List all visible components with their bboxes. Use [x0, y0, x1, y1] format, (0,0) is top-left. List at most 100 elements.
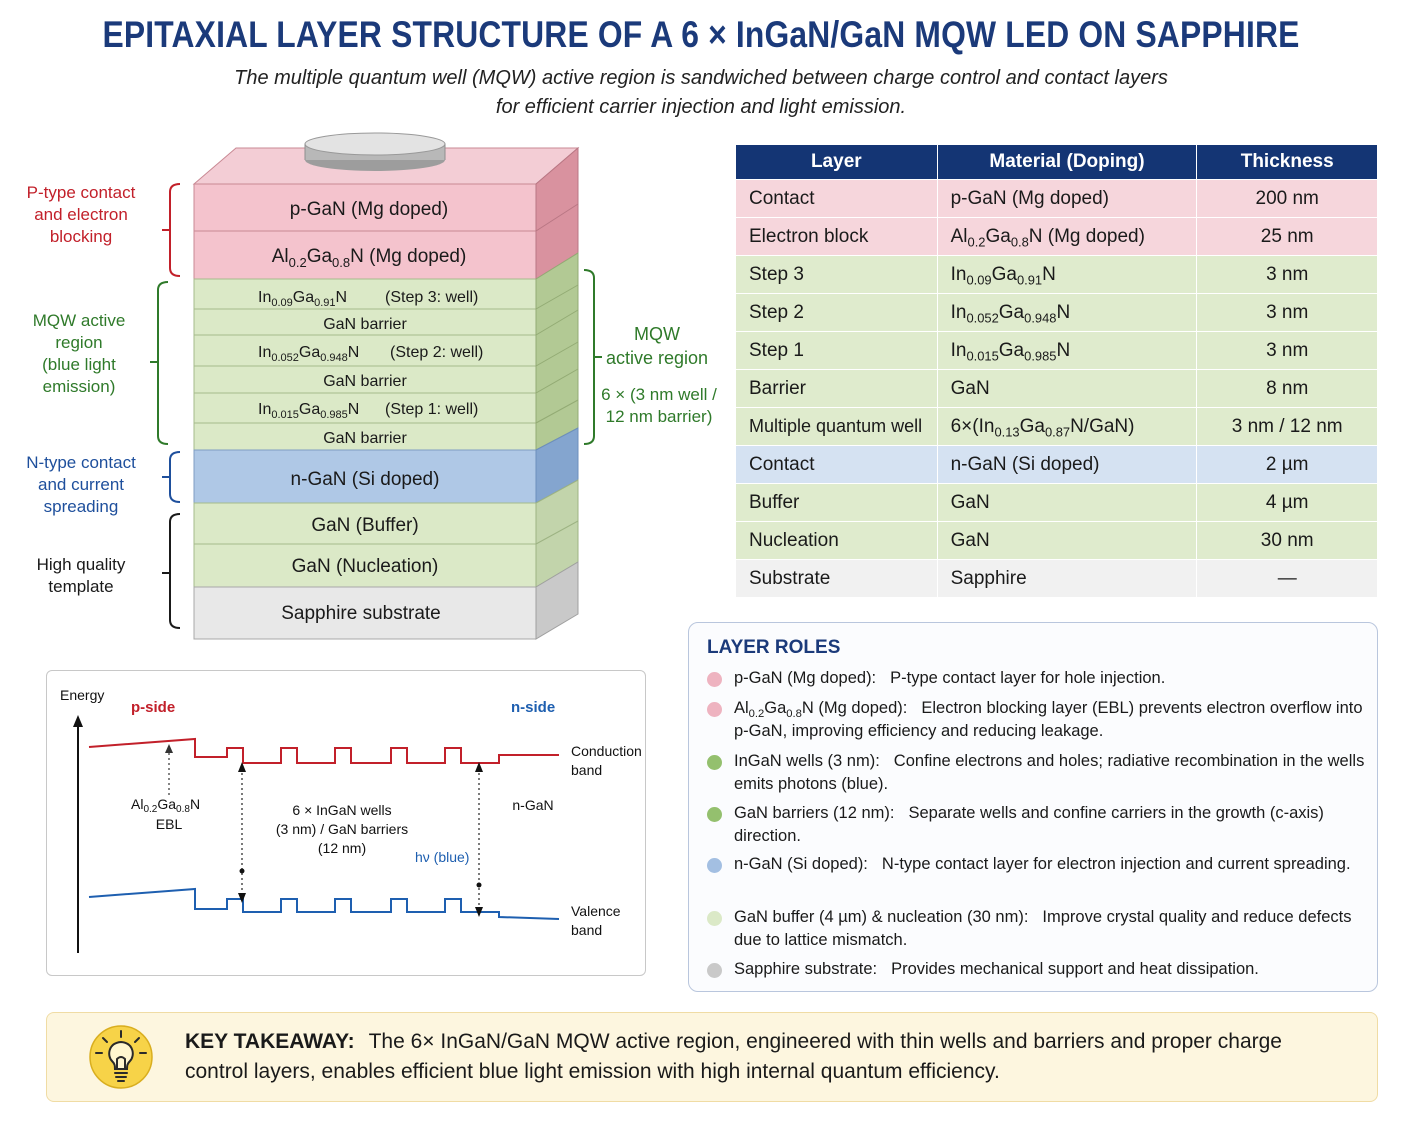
layer-pgan-label: p-GaN (Mg doped)	[290, 199, 448, 220]
cell-thickness: 8 nm	[1196, 369, 1378, 408]
bullet-dot-icon	[707, 911, 722, 926]
bracket-template	[169, 513, 181, 629]
side-gray	[535, 561, 579, 640]
layer-stack-diagram: p-GaN (Mg doped) Al0.2Ga0.8N (Mg doped) …	[0, 130, 740, 650]
cell-layer: Electron block	[735, 217, 938, 256]
bullet-dot-icon	[707, 963, 722, 978]
role-desc: P-type contact layer for hole injection.	[890, 669, 1166, 687]
role-desc: Provides mechanical support and heat dis…	[891, 960, 1259, 978]
table-row: Step 3 In0.09Ga0.91N 3 nm	[735, 255, 1378, 294]
valence-band-line	[88, 887, 560, 920]
table-row: Electron block Al0.2Ga0.8N (Mg doped) 25…	[735, 217, 1378, 256]
bracket-mqw	[157, 281, 169, 445]
wells-label-3: (12 nm)	[318, 840, 366, 856]
role-desc: Electron blocking layer (EBL) prevents e…	[734, 699, 1363, 740]
layer-well-2-note: (Step 2: well)	[390, 344, 483, 361]
cell-material: p-GaN (Mg doped)	[936, 179, 1198, 218]
layer-pgan	[193, 183, 537, 232]
layer-well-3-note: (Step 3: well)	[385, 289, 478, 306]
role-desc: Improve crystal quality and reduce defec…	[734, 908, 1352, 949]
cell-material: GaN	[936, 483, 1198, 522]
layer-stack-svg: p-GaN (Mg doped) Al0.2Ga0.8N (Mg doped) …	[150, 132, 602, 640]
n-side-label: n-side	[511, 699, 555, 716]
cell-thickness: 30 nm	[1196, 521, 1378, 560]
role-item: GaN barriers (12 nm):Separate wells and …	[707, 802, 1367, 848]
conduction-label-1: Conduction	[571, 743, 642, 759]
transition-arrow-left-top-icon	[238, 762, 246, 772]
bracket-ntype	[169, 451, 181, 503]
role-desc: N-type contact layer for electron inject…	[881, 855, 1351, 873]
layer-well-2	[193, 334, 537, 367]
th-thickness: Thickness	[1196, 144, 1378, 180]
label-template: High quality template	[36, 555, 126, 596]
label-mqw: MQW active region (blue light emission)	[32, 311, 126, 396]
cell-material: Sapphire	[936, 559, 1198, 598]
page-title: EPITAXIAL LAYER STRUCTURE OF A 6 × InGaN…	[102, 14, 1300, 55]
bullet-dot-icon	[707, 858, 722, 873]
valence-label-1: Valence	[571, 903, 621, 919]
layer-barrier-1	[193, 422, 537, 451]
layer-algan	[193, 230, 537, 280]
cell-layer: Multiple quantum well	[735, 407, 938, 446]
table-row: Step 2 In0.052Ga0.948N 3 nm	[735, 293, 1378, 332]
th-layer: Layer	[735, 144, 938, 180]
role-term: InGaN wells (3 nm):	[734, 752, 880, 770]
layer-well-3-label: In0.09Ga0.91N	[258, 289, 347, 309]
cell-layer: Contact	[735, 445, 938, 484]
transition-arrow-right-top-icon	[475, 762, 483, 772]
cell-thickness: 25 nm	[1196, 217, 1378, 256]
role-desc: Separate wells and confine carriers in t…	[734, 804, 1324, 845]
hv-label: hν (blue)	[415, 849, 469, 865]
layer-well-1	[193, 392, 537, 424]
label-right-mqw-detail: 6 × (3 nm well / 12 nm barrier)	[601, 385, 717, 426]
cell-layer: Step 2	[735, 293, 938, 332]
cell-layer: Nucleation	[735, 521, 938, 560]
role-term: n-GaN (Si doped):	[734, 855, 868, 873]
role-term: Al0.2Ga0.8N (Mg doped):	[734, 699, 908, 720]
wells-label-1: 6 × InGaN wells	[292, 802, 391, 818]
role-term: GaN buffer (4 µm) & nucleation (30 nm):	[734, 908, 1029, 926]
layer-barrier-2	[193, 365, 537, 394]
role-term: Sapphire substrate:	[734, 960, 878, 978]
cell-material: GaN	[936, 369, 1198, 408]
layer-algan-label: Al0.2Ga0.8N (Mg doped)	[272, 246, 467, 270]
cell-thickness: —	[1196, 559, 1378, 598]
cell-material: In0.052Ga0.948N	[936, 293, 1198, 332]
bullet-dot-icon	[707, 702, 722, 717]
band-diagram-panel: Energy p-side n-side Conduction band Val…	[46, 670, 646, 976]
ngan-band-label: n-GaN	[512, 797, 553, 813]
ebl-label: Al0.2Ga0.8N	[131, 796, 200, 815]
bullet-dot-icon	[707, 755, 722, 770]
cell-layer: Buffer	[735, 483, 938, 522]
role-item: InGaN wells (3 nm):Confine electrons and…	[707, 750, 1367, 796]
layer-roles-panel: LAYER ROLES p-GaN (Mg doped):P-type cont…	[688, 622, 1378, 992]
table-row: Substrate Sapphire —	[735, 559, 1378, 598]
role-term: GaN barriers (12 nm):	[734, 804, 895, 822]
takeaway-body: The 6× InGaN/GaN MQW active region, engi…	[185, 1030, 1282, 1083]
table-row: Buffer GaN 4 µm	[735, 483, 1378, 522]
takeaway-label: KEY TAKEAWAY:	[185, 1030, 355, 1053]
cell-material: n-GaN (Si doped)	[936, 445, 1198, 484]
cell-layer: Step 3	[735, 255, 938, 294]
layer-well-2-label: In0.052Ga0.948N	[258, 344, 359, 364]
conduction-label-2: band	[571, 762, 602, 778]
bullet-dot-icon	[707, 807, 722, 822]
p-side-label: p-side	[131, 699, 175, 716]
key-takeaway-panel: KEY TAKEAWAY:The 6× InGaN/GaN MQW active…	[46, 1012, 1378, 1102]
lightbulb-icon	[89, 1025, 153, 1089]
table-row: Contact n-GaN (Si doped) 2 µm	[735, 445, 1378, 484]
layer-well-3	[193, 278, 537, 310]
role-item: Al0.2Ga0.8N (Mg doped):Electron blocking…	[707, 697, 1367, 743]
cell-material: GaN	[936, 521, 1198, 560]
cell-material: In0.09Ga0.91N	[936, 255, 1198, 294]
layer-sapphire	[193, 586, 537, 640]
cell-layer: Contact	[735, 179, 938, 218]
cell-material: 6×(In0.13Ga0.87N/GaN)	[936, 407, 1198, 446]
bullet-dot-icon	[707, 672, 722, 687]
transition-arrow-right-bottom-icon	[475, 907, 483, 917]
layer-sapphire-label: Sapphire substrate	[281, 603, 441, 624]
subtitle-line-1: The multiple quantum well (MQW) active r…	[234, 67, 1168, 89]
layer-barrier-2-label: GaN barrier	[323, 373, 407, 390]
cell-thickness: 200 nm	[1196, 179, 1378, 218]
cell-material: Al0.2Ga0.8N (Mg doped)	[936, 217, 1198, 256]
